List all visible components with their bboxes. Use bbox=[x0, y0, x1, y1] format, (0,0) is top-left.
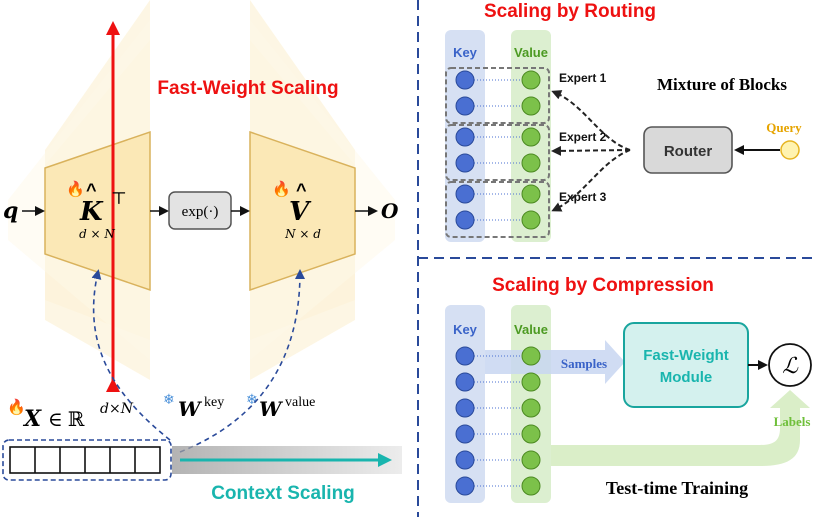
k-transpose-sup: ⊤ bbox=[111, 189, 127, 208]
query-label: Query bbox=[766, 120, 802, 135]
fast-weight-module-line1: Fast-Weight bbox=[643, 347, 729, 364]
snowflake-icon-value: ❄ bbox=[246, 391, 258, 407]
x-sequence-cells bbox=[9, 446, 161, 474]
expert-block-1 bbox=[445, 67, 550, 124]
fast-weight-module-box bbox=[623, 322, 749, 408]
compression-key-header: Key bbox=[453, 322, 478, 337]
x-symbol: X bbox=[22, 406, 42, 432]
v-hat-caret: ^ bbox=[296, 180, 307, 200]
expert-3-label: Expert 3 bbox=[559, 190, 607, 204]
labels-flow-arrow bbox=[551, 390, 810, 466]
expert-2-label: Expert 2 bbox=[559, 130, 607, 144]
context-scaling-title: Context Scaling bbox=[211, 483, 355, 504]
fire-icon-x: 🔥 bbox=[7, 398, 26, 416]
loss-node bbox=[768, 343, 812, 387]
o-label: O bbox=[381, 199, 399, 223]
x-sequence-outline bbox=[2, 439, 172, 481]
x-to-k-dashed-curve bbox=[91, 269, 171, 441]
expert-block-2 bbox=[445, 124, 550, 181]
compression-title: Scaling by Compression bbox=[492, 275, 714, 296]
compression-value-header: Value bbox=[514, 322, 548, 337]
routing-value-header: Value bbox=[514, 45, 548, 60]
routing-panel: Scaling by Routing Key Value bbox=[445, 1, 802, 242]
k-hat-symbol: K bbox=[79, 197, 104, 227]
w-value-sup: value bbox=[285, 395, 315, 410]
test-time-training-label: Test-time Training bbox=[606, 478, 748, 498]
fast-weight-module-line2: Module bbox=[660, 369, 713, 386]
fast-weight-scaling-title: Fast-Weight Scaling bbox=[157, 78, 338, 99]
v-hat-block bbox=[249, 130, 356, 292]
q-label: q bbox=[3, 198, 18, 224]
fire-icon-k: 🔥 bbox=[66, 180, 85, 198]
router-box bbox=[643, 126, 733, 174]
fire-icon-v: 🔥 bbox=[272, 180, 291, 198]
expert-block-3 bbox=[445, 181, 550, 238]
expert-1-label: Expert 1 bbox=[559, 71, 607, 85]
query-node bbox=[780, 140, 800, 160]
w-key-symbol: W bbox=[178, 397, 203, 421]
x-domain-sup: d×N bbox=[100, 401, 134, 417]
snowflake-icon-key: ❄ bbox=[163, 391, 175, 407]
compression-panel: Scaling by Compression Key Value bbox=[445, 275, 812, 503]
k-hat-caret: ^ bbox=[86, 180, 97, 200]
routing-key-header: Key bbox=[453, 45, 478, 60]
route-arrow-expert-1 bbox=[551, 90, 631, 151]
x-domain: ∈ ℝ bbox=[48, 409, 85, 431]
router-label: Router bbox=[664, 143, 712, 160]
compression-key-value-pairs bbox=[455, 346, 541, 496]
loss-symbol: ℒ bbox=[782, 354, 799, 379]
samples-flow-arrow bbox=[485, 340, 625, 384]
samples-label: Samples bbox=[561, 356, 607, 371]
left-panel: Fast-Weight Scaling q 🔥 K ^ ⊤ d × N exp(… bbox=[2, 0, 402, 504]
exp-label: exp(·) bbox=[182, 204, 219, 220]
route-arrow-expert-3 bbox=[551, 149, 631, 212]
k-dims-label: d × N bbox=[79, 227, 115, 241]
route-arrow-expert-2 bbox=[551, 145, 631, 156]
labels-label: Labels bbox=[774, 414, 811, 429]
x-to-v-dashed-curve bbox=[179, 269, 305, 453]
w-value-symbol: W bbox=[259, 397, 284, 421]
mixture-of-blocks-label: Mixture of Blocks bbox=[657, 75, 787, 94]
v-dims-label: N × d bbox=[284, 227, 321, 241]
routing-key-value-pairs bbox=[455, 70, 541, 230]
w-key-sup: key bbox=[204, 395, 224, 410]
v-hat-symbol: V bbox=[289, 197, 312, 227]
routing-title: Scaling by Routing bbox=[484, 1, 656, 22]
